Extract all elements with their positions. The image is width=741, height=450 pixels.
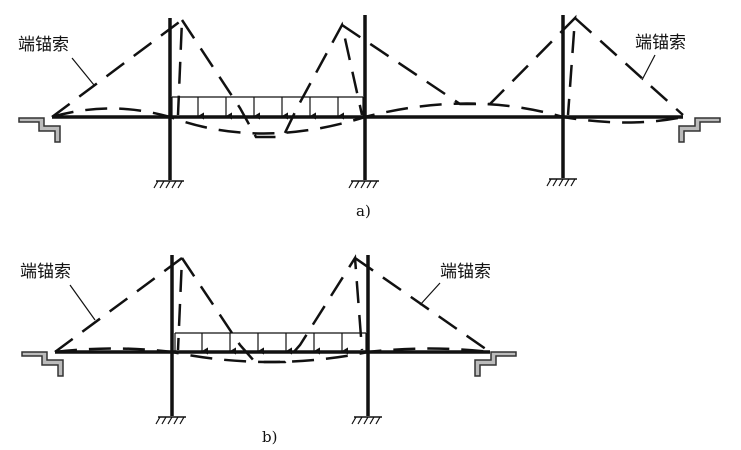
right-abutment [678, 117, 721, 143]
caption-b: b) [262, 428, 277, 446]
diagram-b: 端锚索 端锚索 b) [20, 254, 517, 446]
deflected-shape [51, 14, 684, 139]
fixed-support-2 [348, 180, 380, 189]
right-abutment [474, 351, 517, 377]
fixed-support-1 [153, 180, 185, 189]
end-anchor-cable-label-right: 端锚索 [635, 33, 686, 53]
left-abutment [18, 117, 61, 143]
leader-line-right [419, 282, 441, 306]
leader-line-left [69, 284, 96, 321]
leader-line-left [71, 57, 95, 86]
end-anchor-cable-label-left: 端锚索 [18, 35, 69, 55]
deflected-shape [54, 254, 491, 364]
distributed-load [171, 96, 364, 120]
fixed-support-3 [546, 178, 578, 187]
diagram-a: 端锚索 端锚索 a) [18, 14, 721, 220]
fixed-support-1 [155, 416, 187, 425]
fixed-support-2 [351, 416, 383, 425]
end-anchor-cable-label-right: 端锚索 [440, 262, 491, 282]
end-anchor-cable-label-left: 端锚索 [20, 262, 71, 282]
leader-line-right [641, 54, 656, 81]
left-abutment [21, 351, 64, 377]
caption-a: a) [356, 202, 371, 220]
distributed-load [174, 332, 367, 355]
